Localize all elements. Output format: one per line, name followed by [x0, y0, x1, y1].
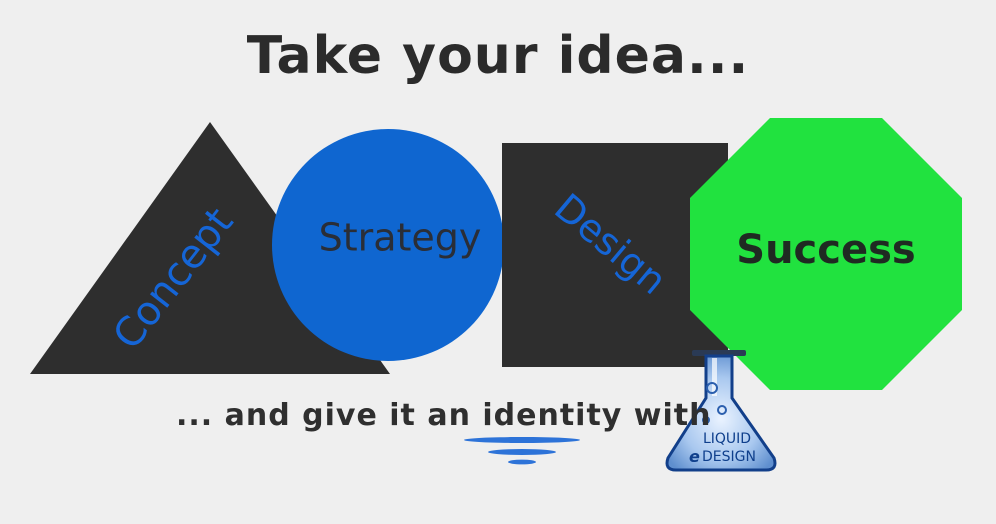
- octagon-shape: [690, 118, 962, 390]
- step-success: Success: [736, 227, 915, 273]
- headline: Take your idea...: [246, 26, 750, 86]
- logo-line1: LIQUID: [703, 431, 751, 447]
- ripple-icon: [464, 437, 580, 465]
- circle-shape: [272, 129, 504, 361]
- step-strategy: Strategy: [319, 216, 482, 260]
- logo-line2: DESIGN: [702, 449, 756, 465]
- flask-icon: LIQUID e DESIGN: [665, 350, 777, 472]
- logo-mark: e: [689, 447, 700, 466]
- tagline: ... and give it an identity with: [176, 398, 712, 433]
